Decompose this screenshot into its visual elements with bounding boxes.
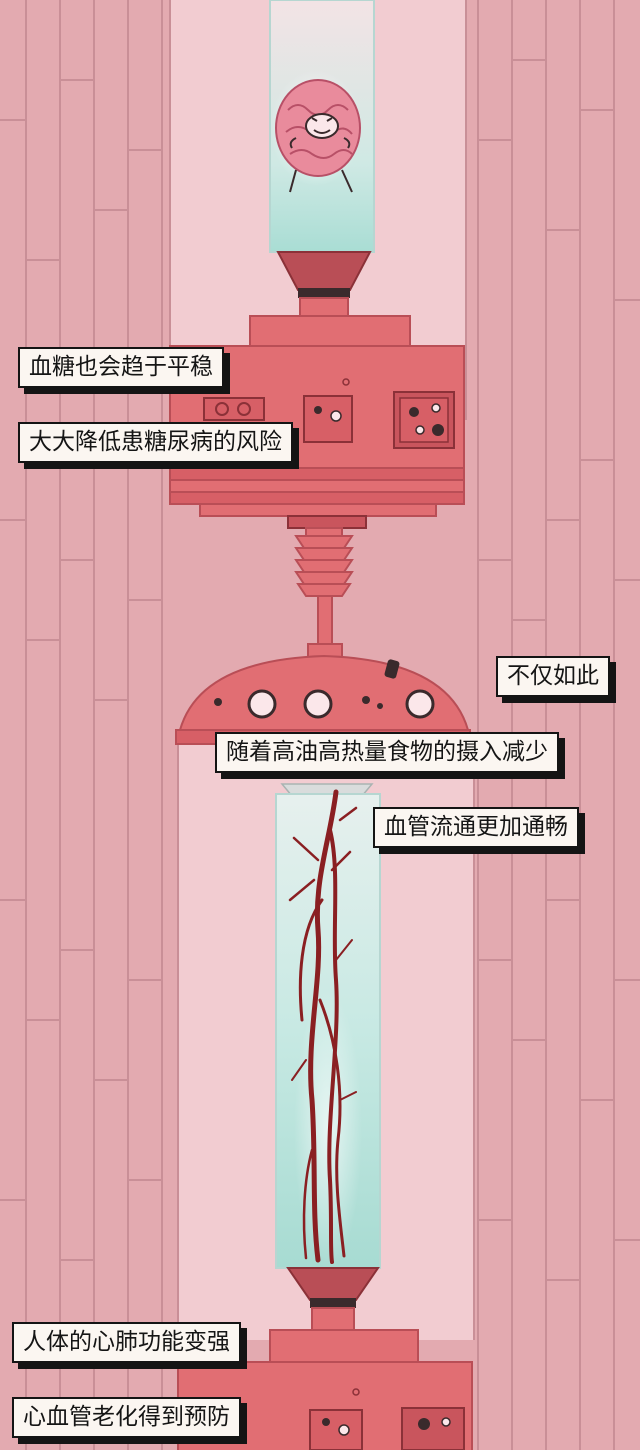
blood-vessel <box>288 789 358 1264</box>
intestine-character <box>275 79 361 193</box>
caption-less-fatty-food: 随着高油高热量食物的摄入减少 <box>215 732 559 773</box>
machine-bellows <box>294 527 354 659</box>
upper-machine <box>169 315 465 529</box>
caption-blood-sugar: 血糖也会趋于平稳 <box>18 347 224 388</box>
caption-cardiopulmonary: 人体的心肺功能变强 <box>12 1322 241 1363</box>
caption-vascular-aging: 心血管老化得到预防 <box>12 1397 241 1438</box>
machine-dome <box>175 654 471 745</box>
lower-machine <box>177 1329 473 1450</box>
caption-furthermore: 不仅如此 <box>496 656 610 697</box>
caption-diabetes-risk: 大大降低患糖尿病的风险 <box>18 422 293 463</box>
caption-blood-flow: 血管流通更加通畅 <box>373 807 579 848</box>
